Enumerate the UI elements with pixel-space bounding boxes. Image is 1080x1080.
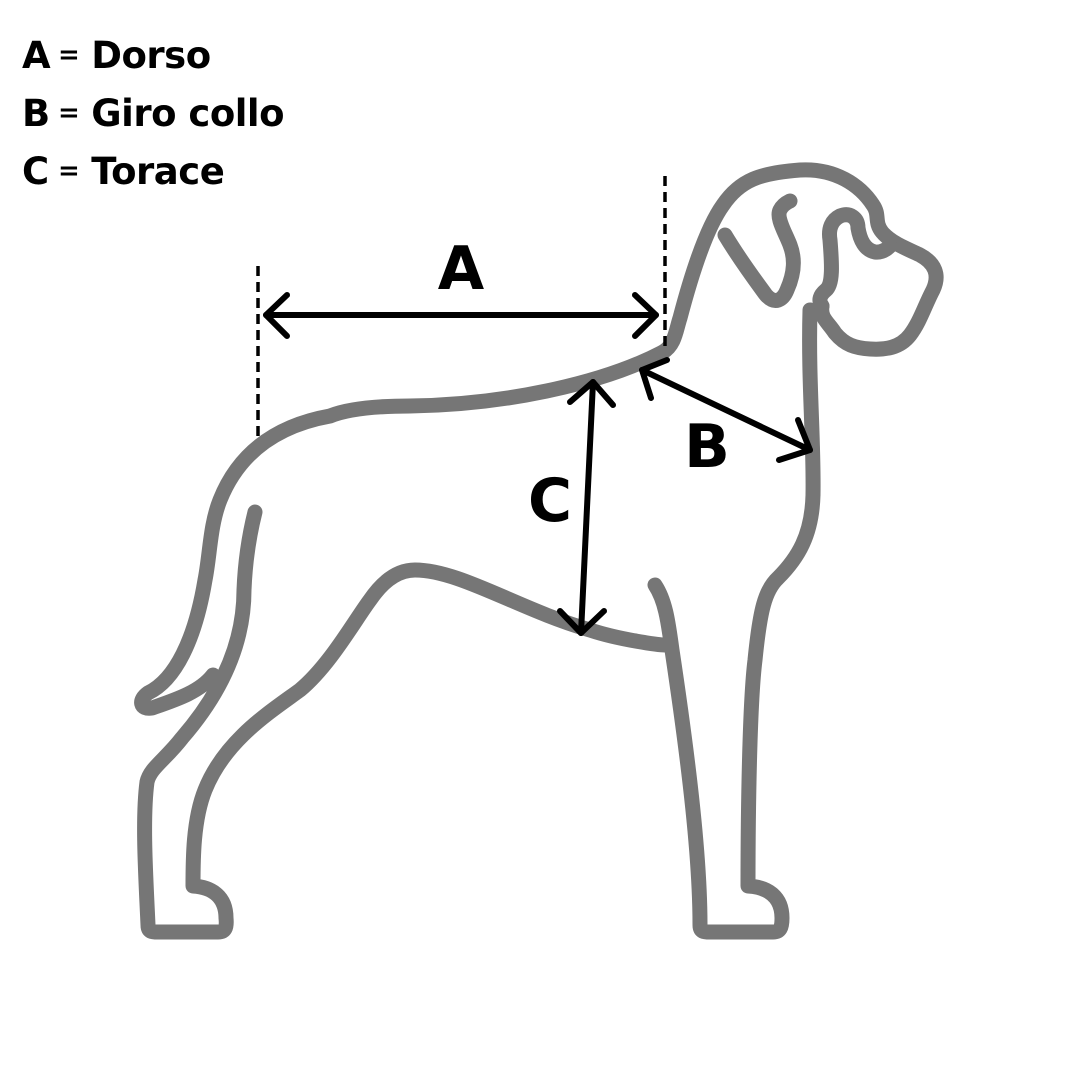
- dog-head-outline: [655, 162, 944, 360]
- legend-label: Torace: [91, 149, 225, 193]
- dog-tail-hindleg-outline: [137, 504, 673, 940]
- legend-item-giro-collo: B = Giro collo: [22, 84, 285, 142]
- legend-label: Giro collo: [91, 91, 285, 135]
- legend-item-torace: C = Torace: [22, 142, 284, 200]
- dog-front-leg-outline: [647, 302, 821, 940]
- dorso-arrow-icon: [263, 292, 659, 339]
- legend-equals: =: [58, 40, 80, 70]
- dog-back-outline: [134, 344, 671, 716]
- legend-equals: =: [58, 98, 80, 128]
- legend-key: C: [22, 149, 49, 193]
- legend-equals: =: [58, 156, 80, 186]
- legend-item-dorso: A = Dorso: [22, 26, 284, 84]
- legend-key: A: [22, 33, 51, 77]
- legend-key: B: [22, 91, 50, 135]
- dorso-label: A: [438, 234, 485, 304]
- dog-jaw-outline: [812, 207, 898, 314]
- torace-label: C: [528, 466, 572, 536]
- dog-outline-icon: [134, 162, 944, 940]
- torace-arrow-icon: [557, 379, 616, 636]
- giro-collo-label: B: [684, 412, 730, 482]
- dog-ear-outline: [717, 193, 801, 308]
- giro-collo-arrow-icon: [639, 357, 813, 463]
- measurement-legend: A = Dorso B = Giro collo C = Torace: [22, 26, 285, 200]
- legend-label: Dorso: [91, 33, 211, 77]
